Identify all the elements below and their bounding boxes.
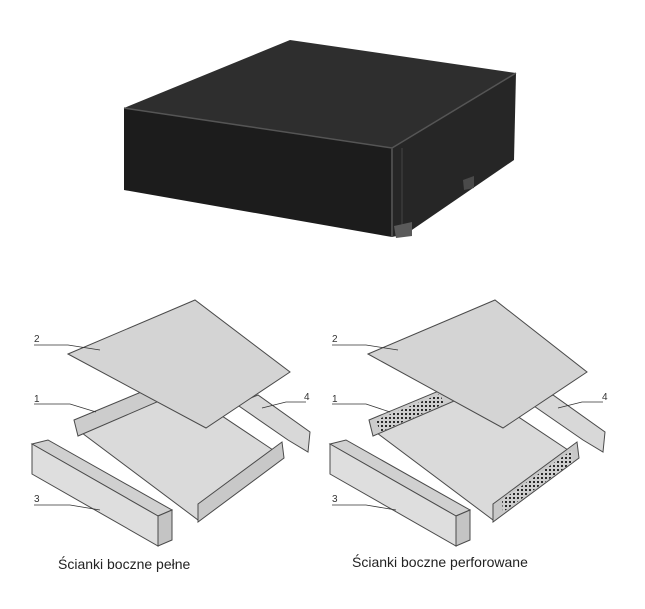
leader-3 — [332, 504, 397, 511]
exploded-view-solid: 1 2 3 4 — [30, 299, 311, 547]
callout-2: 2 — [34, 334, 40, 345]
caption-perforated-panels: Ścianki boczne perforowane — [352, 554, 528, 570]
leader-4 — [557, 401, 603, 409]
callout-3: 3 — [332, 494, 338, 505]
callout-2: 2 — [332, 334, 338, 345]
callout-3: 3 — [34, 494, 40, 505]
exploded-view-perforated: 1 2 3 4 — [328, 299, 608, 547]
leader-4 — [261, 401, 306, 409]
callout-1: 1 — [34, 394, 40, 405]
leader-2 — [34, 344, 101, 351]
assembled-enclosure — [123, 40, 517, 238]
part-chassis-front-wall — [197, 441, 285, 523]
part-front-panel-side — [455, 509, 471, 547]
part-top-cover — [66, 299, 291, 429]
callouts-solid — [34, 344, 306, 511]
leader-1 — [332, 403, 391, 413]
caption-solid-panels: Ścianki boczne pełne — [58, 556, 191, 572]
leader-1 — [34, 403, 97, 413]
callout-1: 1 — [332, 394, 338, 405]
perforation-front-wall — [502, 450, 573, 512]
callouts-perforated — [332, 344, 603, 511]
perforation-left-wall — [376, 394, 444, 432]
enclosure-front-face — [124, 108, 392, 237]
leader-2 — [332, 344, 399, 351]
enclosure-top-face — [124, 40, 516, 148]
enclosure-side-face — [392, 73, 516, 237]
callout-4: 4 — [602, 392, 608, 403]
part-front-panel-side — [157, 509, 173, 547]
callout-4: 4 — [304, 392, 310, 403]
leader-3 — [34, 504, 101, 511]
enclosure-rear-foot — [463, 176, 474, 190]
part-rear-panel — [234, 394, 311, 453]
enclosure-foot — [394, 222, 412, 238]
part-top-cover — [366, 299, 588, 429]
